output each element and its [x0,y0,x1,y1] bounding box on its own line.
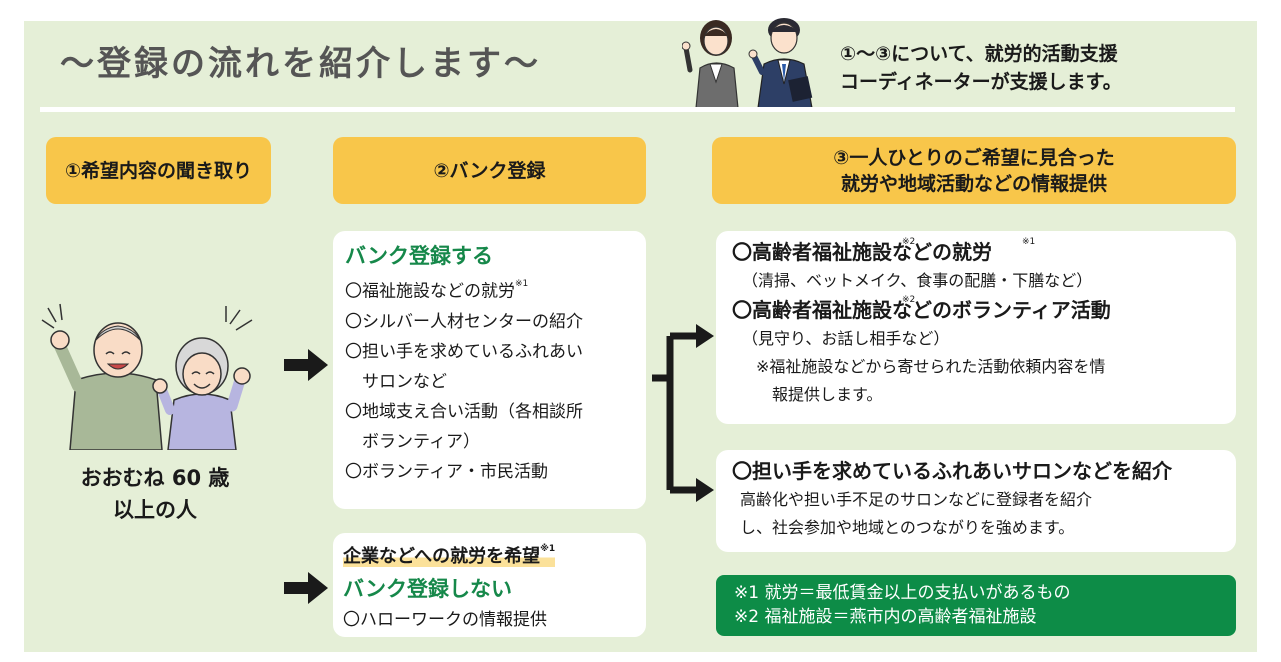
target-line1: おおむね 60 歳 [80,466,230,490]
step1-header: ①希望内容の聞き取り [46,137,271,204]
cheer-marks [41,303,253,331]
salon-intro-desc2: し、社会参加や地域とのつながりを強めます。 [740,518,1075,537]
male-staff-figure [748,18,813,108]
salon-info-card: 〇担い手を求めているふれあいサロンなどを紹介 高齢化や担い手不足のサロンなどに登… [716,450,1236,552]
footnote-mark: ※1 [515,279,529,289]
footnote-box: ※1 就労＝最低賃金以上の支払いがあるもの ※2 福祉施設＝燕市内の高齢者福祉施… [716,575,1236,636]
header-divider [40,107,1235,112]
hellowork-item: 〇ハローワークの情報提供 [343,610,547,630]
arrow-to-register [284,349,328,381]
footnote-mark: ※2 [902,295,916,305]
target-audience-label: おおむね 60 歳 以上の人 [55,462,255,526]
register-item-2: 〇シルバー人材センターの紹介 [345,311,583,332]
no-register-heading: バンク登録しない [343,577,513,601]
step1-label: ①希望内容の聞き取り [64,159,253,182]
register-item-5: 〇ボランティア・市民活動 [345,461,548,482]
page-title: 〜登録の流れを紹介します〜 [60,44,541,84]
female-staff-figure [682,20,739,108]
step3-label-line2: 就労や地域活動などの情報提供 [840,172,1107,195]
no-register-card: 企業などへの就労を希望※1 バンク登録しない 〇ハローワークの情報提供 [333,533,646,637]
target-line2: 以上の人 [113,498,197,522]
salon-intro-desc1: 高齢化や担い手不足のサロンなどに登録者を紹介 [740,490,1093,509]
salon-intro-title: 〇担い手を求めているふれあいサロンなどを紹介 [732,459,1172,483]
facility-employment-detail: （清掃、ベットメイク、食事の配膳・下膳など） [742,271,1093,290]
facility-note-line1: ※福祉施設などから寄せられた活動依頼内容を情 [756,357,1106,376]
footnote-1: ※1 就労＝最低賃金以上の支払いがあるもの [734,583,1071,603]
register-item-4: 〇地域支え合い活動（各相談所 [345,401,583,422]
step2-label: ②バンク登録 [433,159,546,182]
register-item-3-cont: サロンなど [345,371,447,392]
footnote-2: ※2 福祉施設＝燕市内の高齢者福祉施設 [734,607,1037,627]
register-item-4-cont: ボランティア） [345,431,480,452]
register-item-3: 〇担い手を求めているふれあい [345,341,583,362]
register-item-1: 〇福祉施設などの就労※1 [345,279,529,302]
staff-illustration [682,18,813,108]
coordinator-note-line1: ①〜③について、就労的活動支援 [840,43,1118,65]
footnote-mark: ※1 [540,544,556,554]
register-card: バンク登録する 〇福祉施設などの就労※1 〇シルバー人材センターの紹介 〇担い手… [333,231,646,509]
step3-header: ③一人ひとりのご希望に見合った 就労や地域活動などの情報提供 [712,137,1236,204]
facility-info-card: 〇高齢者福祉施設などの就労 ※2 ※1 （清掃、ベットメイク、食事の配膳・下膳な… [716,231,1236,424]
elderly-man-figure [50,322,163,450]
coordinator-note: ①〜③について、就労的活動支援 コーディネーターが支援します。 [840,40,1122,96]
employment-wish-label: 企業などへの就労を希望※1 [343,544,556,567]
elderly-couple-illustration [41,303,253,450]
register-heading: バンク登録する [345,244,494,268]
facility-volunteer-detail: （見守り、お話し相手など） [742,329,950,348]
facility-note-line2: 報提供します。 [772,385,883,404]
elderly-woman-figure [152,337,251,450]
step3-label-line1: ③一人ひとりのご希望に見合った [833,146,1115,169]
footnote-mark: ※2 [902,237,916,247]
facility-volunteer-item: 〇高齢者福祉施設などのボランティア活動 ※2 [732,295,1111,325]
facility-employment-item: 〇高齢者福祉施設などの就労 ※2 ※1 [732,237,1111,267]
step2-header: ②バンク登録 [333,137,646,204]
branch-connector [652,324,714,502]
arrow-to-no-register [284,572,328,604]
footnote-mark: ※1 [1022,237,1036,247]
coordinator-note-line2: コーディネーターが支援します。 [840,71,1122,93]
